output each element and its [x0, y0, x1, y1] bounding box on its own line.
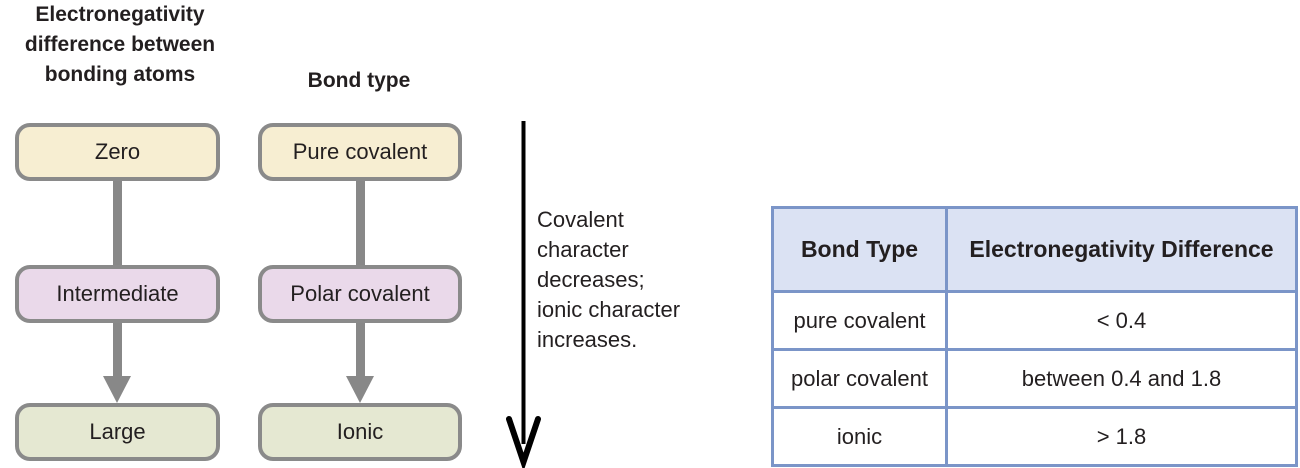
- bond-type-column-header: Bond type: [307, 69, 411, 92]
- table-row: pure covalent < 0.4: [771, 290, 1298, 351]
- table-cell-bond-type: pure covalent: [771, 290, 948, 351]
- connector-line: [113, 322, 122, 378]
- table-header-row: Bond Type Electronegativity Difference: [771, 206, 1298, 293]
- table-cell-en-difference: between 0.4 and 1.8: [945, 348, 1298, 409]
- arrowhead-down-icon: [103, 376, 131, 403]
- electronegativity-table: Bond Type Electronegativity Difference p…: [771, 206, 1298, 467]
- table-header-bond-type: Bond Type: [771, 206, 948, 293]
- table-cell-bond-type: polar covalent: [771, 348, 948, 409]
- flow-box-polar-covalent: Polar covalent: [258, 265, 462, 323]
- arrowhead-down-icon: [346, 376, 374, 403]
- trend-note-text: Covalent character decreases; ionic char…: [537, 207, 681, 352]
- connector-line: [356, 322, 365, 378]
- covalent-ionic-trend-arrow-icon: [506, 121, 541, 468]
- connector-line: [113, 180, 122, 266]
- table-row: polar covalent between 0.4 and 1.8: [771, 348, 1298, 409]
- flow-box-pure-covalent: Pure covalent: [258, 123, 462, 181]
- table-cell-en-difference: < 0.4: [945, 290, 1298, 351]
- flow-box-zero: Zero: [15, 123, 220, 181]
- flow-box-large: Large: [15, 403, 220, 461]
- electronegativity-column-header: Electronegativity difference between bon…: [24, 3, 216, 86]
- table-cell-bond-type: ionic: [771, 406, 948, 467]
- table-cell-en-difference: > 1.8: [945, 406, 1298, 467]
- flow-box-intermediate: Intermediate: [15, 265, 220, 323]
- table-row: ionic > 1.8: [771, 406, 1298, 467]
- flow-box-ionic: Ionic: [258, 403, 462, 461]
- table-header-en-difference: Electronegativity Difference: [945, 206, 1298, 293]
- connector-line: [356, 180, 365, 266]
